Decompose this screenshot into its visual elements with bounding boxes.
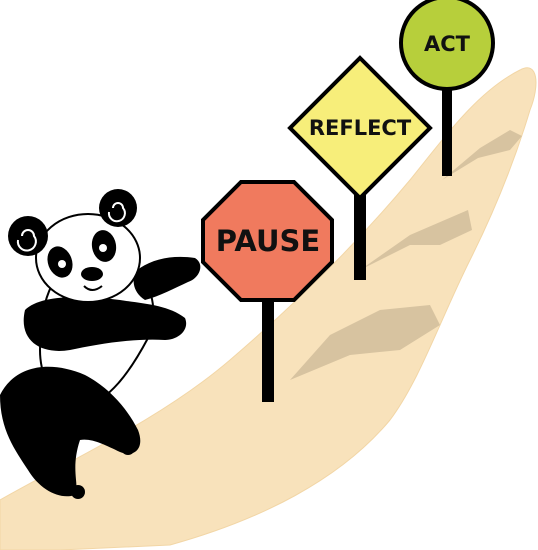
panda-leg	[0, 366, 141, 497]
reflect-sign-shadow	[360, 210, 472, 270]
panda-figure	[0, 189, 201, 499]
pause-sign-shadow	[290, 305, 440, 380]
act-sign-shadow	[442, 130, 522, 180]
pause-sign-post	[262, 290, 274, 402]
pause-sign-label: PAUSE	[216, 224, 320, 258]
reflect-sign-label: REFLECT	[309, 116, 412, 140]
panda-eye-right	[99, 244, 107, 252]
panda-ear-left	[8, 216, 48, 256]
reflect-sign: REFLECT	[287, 55, 433, 280]
panda-toe	[121, 441, 135, 455]
act-sign: ACT	[399, 0, 495, 176]
sign-shadows	[290, 130, 522, 380]
reflect-sign-post	[354, 180, 366, 280]
panda-nose	[81, 267, 103, 281]
panda-mouth	[83, 285, 103, 291]
pause-sign: PAUSE	[201, 180, 334, 402]
reflect-sign-diamond	[287, 55, 433, 201]
panda-ear-right	[99, 189, 137, 227]
panda-toe	[71, 485, 85, 499]
panda-toe	[55, 481, 69, 495]
act-sign-label: ACT	[424, 32, 471, 56]
pause-sign-octagon	[201, 180, 334, 302]
panda-eye-left	[58, 260, 66, 268]
panda-paw	[133, 256, 201, 300]
act-sign-post	[442, 82, 452, 176]
panda-head	[35, 213, 141, 303]
act-sign-circle	[399, 0, 495, 91]
panda-arm	[23, 297, 187, 351]
